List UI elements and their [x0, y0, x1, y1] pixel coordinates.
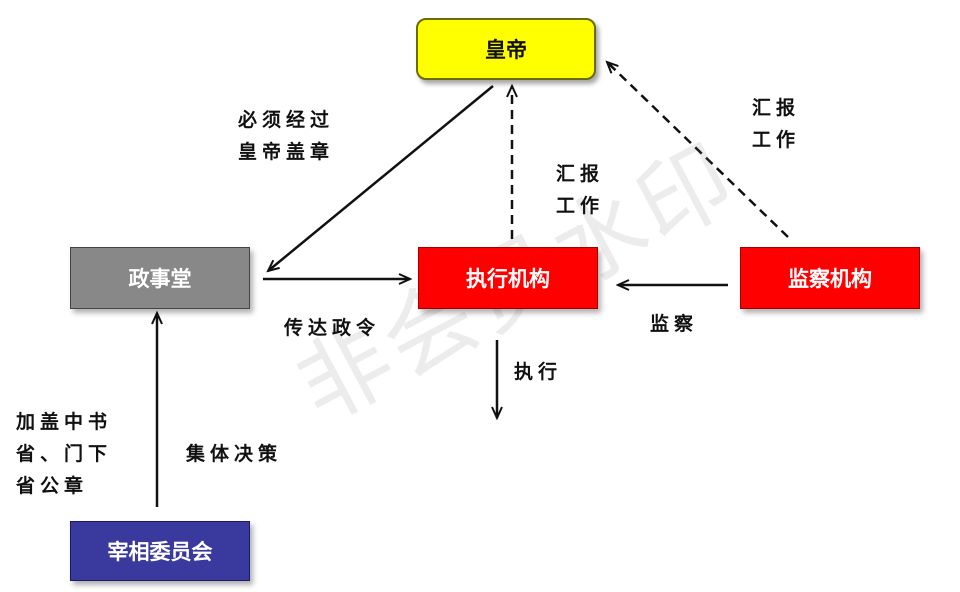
node-zhengshitang: 政事堂 — [70, 247, 250, 309]
label-transmit: 传达政令 — [284, 317, 381, 339]
label-report-monitor: 汇报 工作 — [752, 97, 801, 151]
node-emperor: 皇帝 — [416, 18, 596, 80]
node-executive: 执行机构 — [418, 247, 598, 309]
arrow-emperor-to-zhengshitang — [268, 85, 494, 271]
arrow-monitor-to-emperor — [607, 62, 789, 238]
node-council: 宰相委员会 — [70, 521, 250, 581]
label-seals: 加盖中书 省、门下 省公章 — [16, 411, 113, 497]
label-supervise: 监察 — [650, 313, 699, 335]
label-execute: 执行 — [514, 361, 563, 383]
label-must-seal: 必须经过 皇帝盖章 — [238, 109, 335, 163]
label-collective: 集体决策 — [186, 443, 283, 465]
node-monitor: 监察机构 — [740, 247, 920, 309]
label-report-exec: 汇报 工作 — [556, 163, 605, 217]
